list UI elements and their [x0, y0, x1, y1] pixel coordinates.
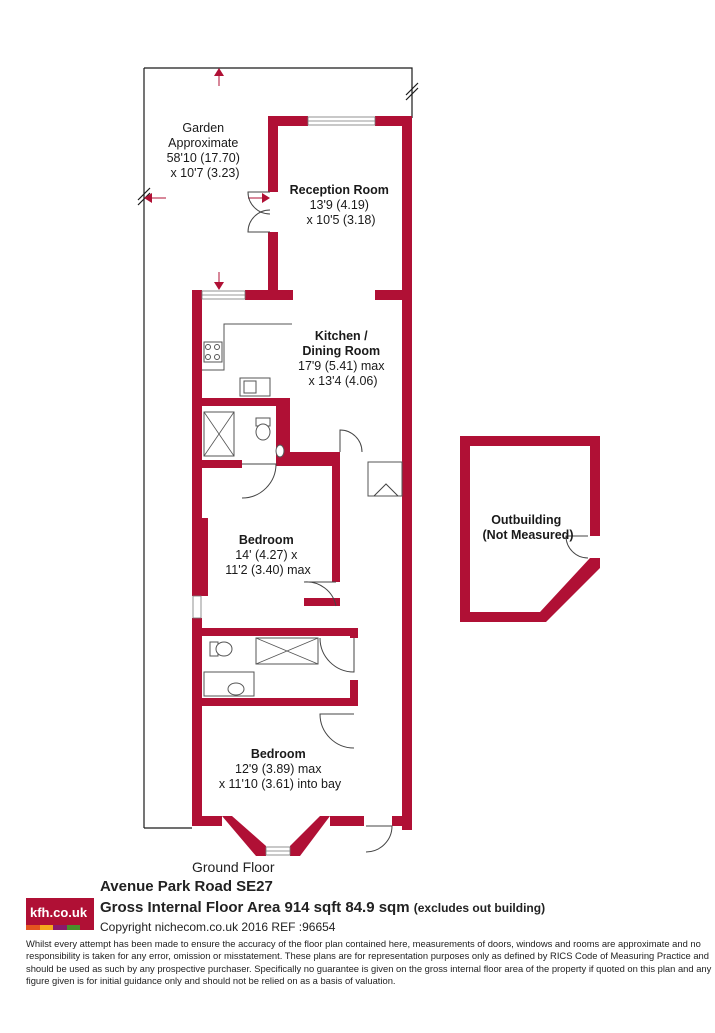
logo-stripe-segment [80, 925, 94, 930]
garden-label: Garden Approximate 58'10 (17.70) x 10'7 … [167, 121, 244, 180]
gross-area-note: (excludes out building) [413, 901, 546, 915]
reception-room-label: Reception Room 13'9 (4.19) x 10'5 (3.18) [290, 183, 393, 227]
logo-stripe [26, 925, 94, 930]
garden-outline [137, 67, 419, 829]
cupboard [367, 461, 403, 497]
windows [192, 116, 376, 856]
doors [241, 191, 589, 853]
disclaimer: Whilst every attempt has been made to en… [26, 938, 712, 987]
building-walls [192, 116, 412, 856]
logo-stripe-segment [26, 925, 40, 930]
bedroom-2-label: Bedroom 12'9 (3.89) max x 11'10 (3.61) i… [219, 747, 342, 791]
kitchen-label: Kitchen / Dining Room 17'9 (5.41) max x … [298, 329, 388, 388]
property-address: Avenue Park Road SE27 [100, 878, 273, 895]
bathroom-fixtures [203, 637, 319, 697]
logo-stripe-segment [53, 925, 67, 930]
shower-room-fixtures [203, 411, 285, 458]
floor-label: Ground Floor [192, 859, 275, 875]
outbuilding [460, 436, 600, 622]
logo-stripe-segment [39, 925, 54, 930]
kfh-logo: kfh.co.uk [26, 898, 94, 930]
gross-area-value: Gross Internal Floor Area 914 sqft 84.9 … [100, 899, 410, 916]
dimension-arrows [144, 68, 270, 290]
logo-text: kfh.co.uk [30, 905, 88, 920]
bedroom-1-label: Bedroom 14' (4.27) x 11'2 (3.40) max [225, 533, 311, 577]
logo-stripe-segment [66, 925, 81, 930]
gross-internal-area: Gross Internal Floor Area 914 sqft 84.9 … [100, 899, 545, 916]
kitchen-fixtures [202, 323, 292, 397]
outbuilding-label: Outbuilding (Not Measured) [483, 513, 574, 542]
copyright: Copyright nichecom.co.uk 2016 REF :96654 [100, 920, 336, 934]
